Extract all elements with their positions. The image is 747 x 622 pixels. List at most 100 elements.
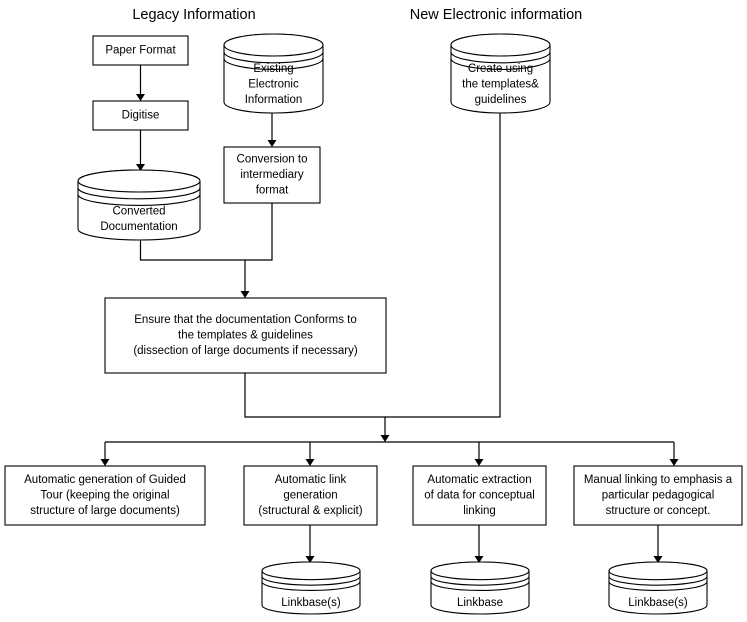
existing-electronic-information-cylinder-label-line-3: Information	[245, 94, 303, 106]
ensure-conformance-box[interactable]: Ensure that the documentation Conforms t…	[104, 297, 387, 374]
paper-format-box[interactable]: Paper Format	[92, 35, 189, 66]
linkbase-plural-cylinder-right[interactable]: Linkbase(s)	[608, 561, 708, 615]
create-using-templates-cylinder-label-line-1: Create using	[468, 63, 533, 75]
linkbase-cylinder-middle-disk-arc-2	[430, 581, 530, 592]
create-using-templates-cylinder-top-ellipse	[450, 33, 551, 57]
linkbase-cylinder-middle-label-line-1: Linkbase	[457, 597, 503, 609]
connector-existing-to-conversion	[267, 113, 277, 147]
converted-documentation-cylinder-label-line-1: Converted	[112, 206, 165, 218]
connector-ensure-to-distribution-bar	[244, 373, 390, 442]
connector-converted-to-ensure	[139, 240, 250, 298]
manual-linking-box-label-line-2: particular pedagogical	[602, 490, 715, 502]
connector-extraction-to-linkbase-2	[474, 525, 484, 563]
automatic-link-generation-box-label-line-2: generation	[283, 490, 337, 502]
arrowhead-icon	[136, 94, 145, 101]
arrowhead-icon	[474, 459, 484, 466]
connector-digitise-to-converted	[136, 130, 145, 171]
converted-documentation-cylinder-label-line-2: Documentation	[100, 221, 177, 233]
connector-paper-to-digitise	[136, 65, 145, 101]
create-using-templates-cylinder[interactable]: Create using the templates&guidelines	[450, 33, 551, 114]
node-layer: Paper FormatDigitiseExistingElectronicIn…	[4, 33, 743, 615]
arrowhead-icon	[136, 164, 145, 171]
automatic-data-extraction-box-label-line-3: linking	[463, 505, 496, 517]
linkbase-cylinder-middle-top-ellipse	[430, 561, 530, 581]
connector-layer	[100, 65, 679, 563]
linkbase-plural-cylinder-right-disk-arc-2	[608, 581, 708, 592]
linkbase-plural-cylinder-left-disk-arc-2	[261, 581, 361, 592]
manual-linking-box-label-line-1: Manual linking to emphasis a	[584, 474, 733, 486]
automatic-link-generation-box-label-line-3: (structural & explicit)	[258, 505, 362, 517]
conversion-to-intermediary-format-box-label-line-1: Conversion to	[237, 154, 308, 166]
existing-electronic-information-cylinder-label-line-2: Electronic	[248, 79, 299, 91]
connector-manual-linking-to-linkbase-3	[653, 525, 663, 563]
automatic-guided-tour-generation-box-label-line-3: structure of large documents)	[30, 505, 180, 517]
create-using-templates-cylinder-label-line-3: guidelines	[475, 94, 527, 106]
group-title-layer: Legacy Information New Electronic informa…	[132, 7, 582, 23]
connector-bar-to-link-generation	[305, 442, 315, 466]
connector-bar-to-manual-linking	[669, 442, 679, 466]
conversion-to-intermediary-format-box-outline	[223, 146, 321, 204]
connector-conversion-to-ensure	[245, 203, 273, 261]
existing-electronic-information-cylinder-disk-arc-1	[223, 51, 324, 64]
connector-bar-to-extraction	[474, 442, 484, 466]
create-using-templates-cylinder-label-line-2: the templates&	[462, 79, 539, 91]
linkbase-plural-cylinder-right-top-ellipse	[608, 561, 708, 581]
arrowhead-icon	[305, 556, 315, 563]
manual-linking-box[interactable]: Manual linking to emphasis a particular p…	[573, 465, 743, 526]
automatic-guided-tour-generation-box-label-line-1: Automatic generation of Guided	[24, 474, 186, 486]
converted-documentation-cylinder-disk-arc-1	[77, 187, 201, 200]
linkbase-plural-cylinder-right-disk-arc-1	[608, 576, 708, 586]
converted-documentation-cylinder-top-ellipse	[77, 169, 201, 193]
automatic-data-extraction-box-outline	[412, 465, 547, 526]
connector-link-generation-to-linkbase-1	[305, 525, 315, 563]
conversion-to-intermediary-format-box-label-line-2: intermediary	[240, 169, 304, 181]
automatic-guided-tour-generation-box-outline	[4, 465, 206, 526]
connector-converted-to-ensure-line	[139, 240, 246, 293]
ensure-conformance-box-label-line-2: the templates & guidelines	[178, 330, 313, 342]
conversion-to-intermediary-format-box[interactable]: Conversion to intermediary format	[223, 146, 321, 204]
manual-linking-box-label-line-3: structure or concept.	[606, 505, 711, 517]
linkbase-plural-cylinder-left-top-ellipse	[261, 561, 361, 581]
connector-bar-to-guided-tour	[100, 442, 110, 466]
automatic-data-extraction-box[interactable]: Automatic extraction of data for conceptu…	[412, 465, 547, 526]
arrowhead-icon	[100, 459, 110, 466]
linkbase-cylinder-middle[interactable]: Linkbase	[430, 561, 530, 615]
linkbase-cylinder-middle-disk-arc-1	[430, 576, 530, 586]
digitise-box[interactable]: Digitise	[92, 100, 189, 131]
paper-format-box-label-line-1: Paper Format	[105, 45, 176, 57]
group-title-legacy: Legacy Information	[132, 7, 255, 23]
automatic-data-extraction-box-label-line-1: Automatic extraction	[427, 474, 531, 486]
create-using-templates-cylinder-disk-arc-2	[450, 58, 551, 70]
ensure-conformance-box-label-line-3: (dissection of large documents if necess…	[133, 345, 358, 357]
connector-create-using-to-distribution-bar	[385, 113, 501, 418]
connector-ensure-to-distribution-bar-line	[244, 373, 386, 437]
arrowhead-icon	[267, 140, 277, 147]
group-title-new-electronic: New Electronic information	[410, 7, 582, 23]
paper-format-box-outline	[92, 35, 189, 66]
connector-conversion-to-ensure-line	[245, 203, 273, 261]
linkbase-plural-cylinder-left[interactable]: Linkbase(s)	[261, 561, 361, 615]
create-using-templates-cylinder-disk-arc-1	[450, 51, 551, 64]
arrowhead-icon	[653, 556, 663, 563]
arrowhead-icon	[474, 556, 484, 563]
ensure-conformance-box-outline	[104, 297, 387, 374]
digitise-box-label-line-1: Digitise	[122, 110, 160, 122]
ensure-conformance-box-label-line-1: Ensure that the documentation Conforms t…	[134, 314, 356, 326]
digitise-box-outline	[92, 100, 189, 131]
connector-create-using-to-distribution-bar-line	[385, 113, 501, 418]
existing-electronic-information-cylinder-disk-arc-2	[223, 58, 324, 70]
automatic-link-generation-box-outline	[243, 465, 378, 526]
automatic-data-extraction-box-label-line-2: of data for conceptual	[424, 490, 535, 502]
linkbase-plural-cylinder-left-disk-arc-1	[261, 576, 361, 586]
arrowhead-icon	[240, 291, 250, 298]
automatic-guided-tour-generation-box-label-line-2: Tour (keeping the original	[40, 490, 169, 502]
arrowhead-icon	[380, 435, 390, 442]
arrowhead-icon	[305, 459, 315, 466]
conversion-to-intermediary-format-box-label-line-3: format	[256, 185, 289, 197]
existing-electronic-information-cylinder-top-ellipse	[223, 33, 324, 57]
